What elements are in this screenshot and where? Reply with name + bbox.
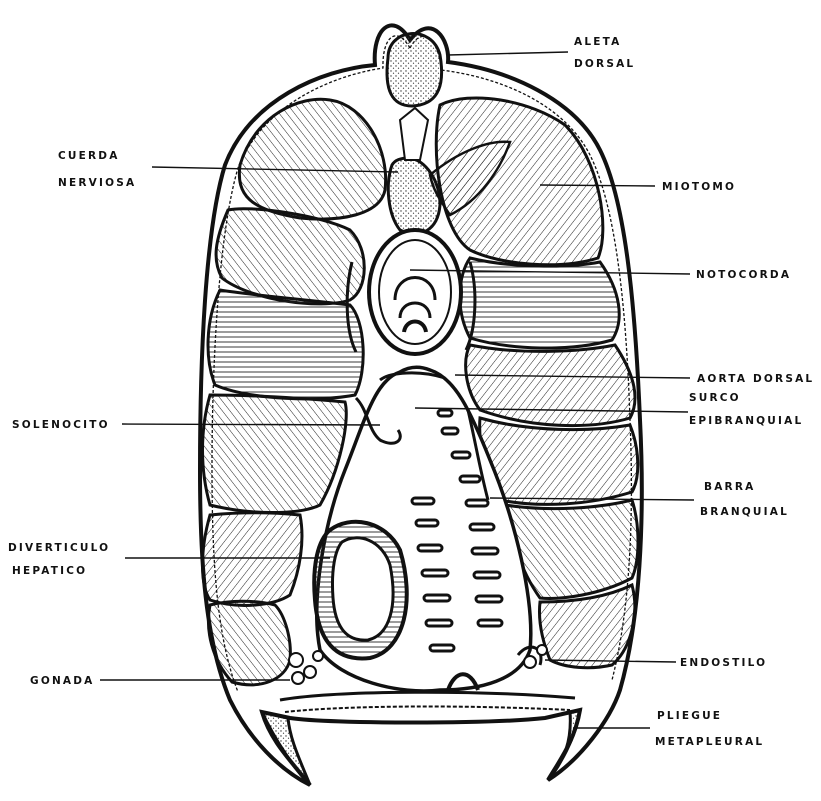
label-surco-epibranquial-1: SURCO: [689, 392, 741, 404]
label-aleta-dorsal-2: DORSAL: [574, 58, 635, 70]
dorsal-fin-shape: [387, 34, 442, 106]
label-pliegue-metapleural-2: METAPLEURAL: [655, 736, 764, 748]
label-endostilo: ENDOSTILO: [680, 657, 767, 669]
label-barra-branquial-1: BARRA: [704, 481, 755, 493]
label-aleta-dorsal-1: ALETA: [574, 36, 621, 48]
label-diverticulo-hepatico-1: DIVERTICULO: [8, 542, 110, 554]
label-aorta-dorsal: AORTA DORSAL: [697, 373, 814, 385]
label-notocorda: NOTOCORDA: [696, 269, 791, 281]
label-barra-branquial-2: BRANQUIAL: [700, 506, 789, 518]
label-surco-epibranquial-2: EPIBRANQUIAL: [689, 415, 803, 427]
label-cuerda-nerviosa-2: NERVIOSA: [58, 177, 136, 189]
label-miotomo: MIOTOMO: [662, 181, 736, 193]
label-pliegue-metapleural-1: PLIEGUE: [657, 710, 722, 722]
label-diverticulo-hepatico-2: HEPATICO: [12, 565, 87, 577]
leader-aleta-dorsal: [448, 52, 568, 55]
label-cuerda-nerviosa-1: CUERDA: [58, 150, 120, 162]
hepatic-diverticulum: [314, 522, 407, 659]
label-gonada: GONADA: [30, 675, 95, 687]
label-solenocito: SOLENOCITO: [12, 419, 110, 431]
leader-miotomo: [540, 185, 655, 186]
